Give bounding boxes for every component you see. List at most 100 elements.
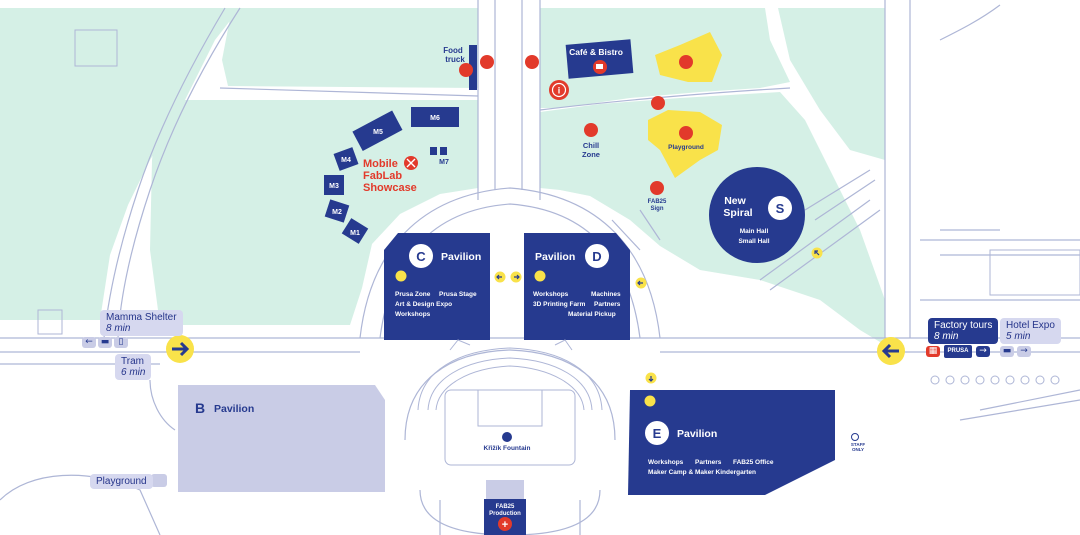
module-m4 — [333, 147, 359, 171]
tram-time: 6 min — [121, 367, 146, 378]
chill-zone-label-2: Zone — [582, 150, 600, 159]
hotel-expo-time: 5 min — [1006, 331, 1031, 342]
new-spiral-item-2: Small Hall — [738, 238, 769, 245]
module-m4-label: M4 — [341, 157, 351, 164]
d-item-3: 3D Printing Farm — [533, 301, 586, 308]
hotel-expo-label: Hotel Expo — [1006, 320, 1055, 331]
building-outline-northwest — [74, 29, 118, 67]
tram-sign[interactable]: Tram 6 min — [115, 354, 152, 380]
module-m6 — [411, 107, 459, 127]
pavilion-b — [178, 385, 385, 492]
chill-zone-label-1: Chill — [583, 141, 599, 150]
c-badge — [409, 244, 433, 268]
module-m5-label: M5 — [373, 129, 383, 136]
chill-icon — [584, 123, 598, 137]
module-m7-label: M7 — [439, 159, 449, 166]
c-item-1: Prusa Zone — [395, 291, 431, 298]
pavilion-e — [628, 390, 835, 495]
e-name: Pavilion — [677, 428, 717, 440]
food-icon — [459, 63, 473, 77]
b-name: Pavilion — [214, 403, 254, 415]
new-spiral-title-2: Spiral — [723, 207, 752, 219]
module-m2-label: M2 — [332, 209, 342, 216]
factory-tours-label: Factory tours — [934, 320, 993, 331]
staff-icon — [851, 433, 859, 441]
staff-label-2: ONLY — [852, 447, 864, 452]
mamma-shelter-time: 8 min — [106, 323, 131, 334]
e-badge — [645, 421, 669, 445]
building-outline-east — [989, 249, 1080, 296]
fablab-modules — [324, 107, 459, 244]
fablab-title-3: Showcase — [363, 182, 417, 194]
factory-icon: ▦ — [926, 346, 940, 357]
fablab-title-1: Mobile — [363, 158, 398, 170]
mamma-shelter-sign[interactable]: Mamma Shelter 8 min — [100, 310, 183, 336]
hotel-expo-sign[interactable]: Hotel Expo 5 min — [1000, 318, 1061, 344]
fab25-sign-label-1: FAB25 — [648, 199, 667, 205]
d-letter: D — [592, 249, 601, 264]
cafe-building — [565, 39, 634, 79]
arrow-right-icon: → — [976, 346, 990, 357]
module-m1 — [341, 218, 369, 244]
accessible-icon — [534, 270, 546, 282]
fab25-sign-label-2: Sign — [651, 206, 664, 212]
accessible-icon — [395, 270, 407, 282]
d-item-5: Material Pickup — [568, 311, 616, 318]
svg-text:i: i — [558, 86, 561, 96]
c-name: Pavilion — [441, 251, 481, 263]
picnic-icon — [525, 55, 539, 69]
arrow-left-icon: ← — [82, 337, 96, 348]
bed-icon: ▬ — [1000, 346, 1014, 357]
d-item-4: Partners — [594, 301, 621, 308]
b-letter: B — [195, 400, 205, 416]
d-badge — [585, 244, 609, 268]
parking-bollards — [930, 375, 1060, 385]
food-truck-label-1: Food — [443, 46, 463, 55]
food-truck-label-2: truck — [445, 55, 465, 64]
playground-area-middle — [648, 110, 722, 178]
production-label-1: FAB25 — [496, 504, 515, 510]
module-m7-a — [430, 147, 437, 155]
fountain-label: Křižík Fountain — [484, 445, 531, 452]
new-spiral-building — [709, 167, 805, 263]
staff-label-1: STAFF — [851, 442, 865, 447]
e-item-3: FAB25 Office — [733, 459, 774, 466]
tram-label: Tram — [121, 356, 144, 367]
module-m1-label: M1 — [350, 230, 360, 237]
fountain-icon — [502, 432, 512, 442]
module-m3 — [324, 175, 344, 195]
playground-icon — [679, 126, 693, 140]
production-label-2: Production — [489, 511, 521, 517]
c-item-2: Prusa Stage — [439, 291, 477, 298]
playground-bottom-sign[interactable]: Playground — [90, 474, 153, 489]
prusa-badge: PRUSA — [944, 345, 972, 358]
playground-icon — [679, 55, 693, 69]
e-letter: E — [653, 426, 662, 441]
d-name: Pavilion — [535, 251, 575, 263]
pavilion-c — [384, 233, 490, 340]
new-spiral-title-1: New — [724, 195, 746, 207]
production-entrance — [486, 480, 524, 499]
e-item-4: Maker Camp & Maker Kindergarten — [648, 469, 756, 476]
first-aid-icon — [498, 517, 512, 531]
camera-icon — [650, 181, 664, 195]
picnic-icon — [480, 55, 494, 69]
building-outline-west — [37, 309, 63, 335]
factory-tours-sign[interactable]: Factory tours 8 min — [928, 318, 999, 344]
medical-icon — [651, 96, 665, 110]
s-letter: S — [776, 201, 785, 216]
pavilion-d — [524, 233, 630, 340]
d-item-2: Machines — [591, 291, 621, 298]
playground-bottom-label: Playground — [96, 476, 147, 487]
playground-top-label: Playground — [668, 144, 704, 151]
green-area-west — [0, 8, 240, 320]
fablab-title-2: FabLab — [363, 170, 402, 182]
bed-icon: ▬ — [98, 337, 112, 348]
food-truck-building — [469, 45, 477, 90]
cafe-label: Café & Bistro — [569, 47, 623, 57]
c-item-3: Art & Design Expo — [395, 301, 452, 308]
green-area-far-east — [778, 8, 885, 160]
svg-text:+: + — [502, 519, 508, 531]
amphitheatre — [417, 339, 603, 466]
mamma-shelter-label: Mamma Shelter — [106, 312, 177, 323]
